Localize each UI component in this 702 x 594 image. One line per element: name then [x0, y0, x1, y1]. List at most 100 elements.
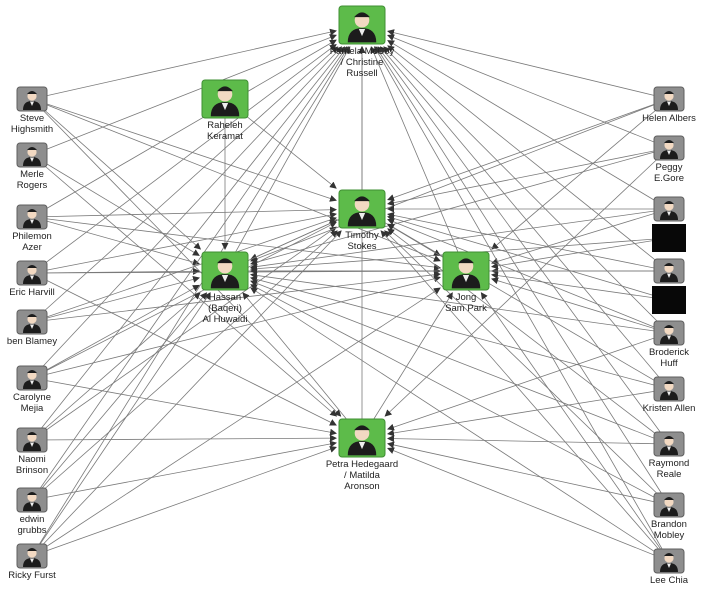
edge-brandon-to-pamela: [375, 46, 670, 506]
redacted-block: [652, 224, 686, 252]
edge-brandon-to-hassan: [250, 284, 670, 506]
node-label: Petra Hedegaard: [326, 459, 398, 470]
node-label: Reale: [657, 469, 682, 480]
node-lee[interactable]: Lee Chia: [650, 548, 689, 586]
edge-steve-to-hassan: [31, 98, 202, 250]
node-eric[interactable]: Eric Harvill: [9, 260, 55, 298]
node-ricky[interactable]: Ricky Furst: [8, 543, 56, 581]
edge-raymond-to-pamela: [377, 46, 670, 445]
edge-philemon-to-hassan: [31, 216, 200, 266]
person-icon: [23, 91, 41, 110]
person-icon: [347, 425, 377, 456]
person-icon: [660, 325, 678, 344]
edge-carolyne-to-timothy: [31, 221, 337, 379]
edge-edwin-to-pamela: [31, 46, 348, 501]
node-label: Peggy: [656, 162, 683, 173]
edge-steve-to-pamela: [31, 28, 337, 100]
edge-kristen-to-petra: [387, 388, 670, 437]
node-r_black2[interactable]: [652, 286, 686, 314]
node-label: Mejia: [21, 403, 44, 414]
node-label: Timothy: [345, 230, 379, 241]
node-ben[interactable]: ben Blamey: [7, 309, 57, 347]
person-icon: [660, 91, 678, 110]
node-label: Mobley: [654, 530, 685, 541]
node-label: Brinson: [16, 465, 48, 476]
edge-carolyne-to-jong: [31, 275, 441, 379]
node-label: Rogers: [17, 180, 48, 191]
edge-brandon-to-timothy: [384, 230, 670, 506]
node-helen[interactable]: Helen Albers: [642, 86, 696, 124]
node-r_black1[interactable]: [652, 224, 686, 252]
person-icon: [660, 436, 678, 455]
person-icon: [23, 370, 41, 389]
node-label: Steve: [20, 113, 44, 124]
node-r_unnamed2[interactable]: [653, 258, 685, 284]
person-icon: [23, 314, 41, 333]
node-label: (Baqeri): [208, 303, 242, 314]
edge-philemon-to-pamela: [31, 39, 337, 218]
edge-r_unnamed1-to-pamela: [387, 40, 670, 210]
edge-helen-to-pamela: [387, 29, 670, 100]
edge-lee-to-hassan: [250, 287, 670, 562]
person-icon: [347, 12, 377, 43]
edge-helen-to-jong: [491, 98, 670, 250]
edge-carolyne-to-petra: [31, 377, 337, 436]
edge-edwin-to-timothy: [31, 230, 338, 501]
person-icon: [23, 265, 41, 284]
edge-ben-to-timothy: [31, 216, 337, 323]
node-hassan[interactable]: Hassan(Baqeri)Al Huwaidi: [201, 251, 249, 325]
edge-steve-to-jong: [31, 98, 441, 262]
node-label: Philemon: [12, 231, 52, 242]
node-label: Highsmith: [11, 124, 53, 135]
edge-helen-to-timothy: [387, 98, 670, 201]
person-icon: [23, 548, 41, 567]
edge-ricky-to-timothy: [31, 230, 342, 557]
person-icon: [23, 432, 41, 451]
edge-kristen-to-timothy: [387, 223, 670, 390]
edge-raymond-to-timothy: [387, 228, 670, 445]
node-label: Naomi: [18, 454, 45, 465]
person-icon: [23, 209, 41, 228]
node-label: Aronson: [344, 481, 379, 492]
edge-peggy-to-pamela: [387, 34, 670, 149]
edge-r_black1-to-jong: [491, 237, 670, 270]
edge-peggy-to-hassan: [250, 147, 670, 266]
person-icon: [210, 258, 240, 289]
person-icon: [210, 86, 240, 117]
edge-raymond-to-hassan: [250, 280, 670, 445]
edge-ricky-to-petra: [31, 446, 337, 557]
node-r_unnamed1[interactable]: [653, 196, 685, 222]
person-icon: [660, 497, 678, 516]
edge-layer: [31, 28, 670, 562]
node-label: Eric Harvill: [9, 287, 54, 298]
person-icon: [23, 147, 41, 166]
edge-broderick-to-jong: [491, 277, 670, 334]
edge-lee-to-pamela: [374, 46, 670, 562]
edge-petra-to-hassan: [242, 292, 363, 439]
node-label: Ricky Furst: [8, 570, 56, 581]
edge-broderick-to-pamela: [383, 46, 670, 334]
person-icon: [660, 381, 678, 400]
redacted-block: [652, 286, 686, 314]
node-kristen[interactable]: Kristen Allen: [643, 376, 696, 414]
node-label: grubbs: [17, 525, 46, 536]
edge-philemon-to-timothy: [31, 206, 337, 218]
node-label: Helen Albers: [642, 113, 696, 124]
node-label: / Christine: [341, 57, 384, 68]
